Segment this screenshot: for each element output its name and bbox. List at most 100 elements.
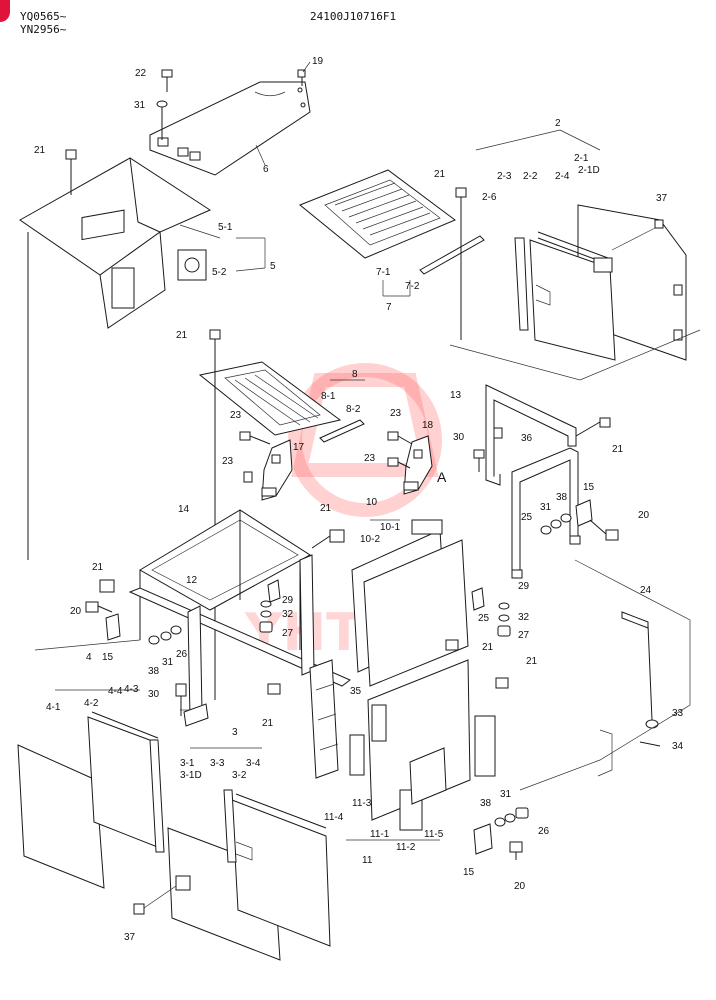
- callout-5-1: 5-1: [218, 222, 233, 233]
- bolt-21-frame-mid: [311, 529, 345, 549]
- callout-38: 38: [480, 798, 492, 809]
- callout-23: 23: [230, 410, 242, 421]
- callout-4: 4: [86, 652, 92, 663]
- callout-11-2: 11-2: [396, 842, 416, 853]
- callout-18: 18: [422, 420, 434, 431]
- callout-21: 21: [612, 444, 624, 455]
- callout-10: 10: [366, 497, 378, 508]
- callout-19: 19: [312, 56, 324, 67]
- top-cover-part-6: [149, 81, 311, 176]
- callout-3-3: 3-3: [210, 758, 225, 769]
- fasteners-38-31-26-left: [148, 625, 182, 645]
- leg-left-frame: [183, 554, 315, 727]
- washer-31-top: [156, 100, 168, 140]
- fasteners-29-32-27-mid: [259, 600, 273, 633]
- fasteners-29-32-27-right: [497, 602, 511, 637]
- hood-part-5: [19, 157, 212, 560]
- bracket-15-left: [105, 613, 121, 641]
- bolt-21-frame-left: [99, 579, 115, 593]
- callout-2-1d: 2-1D: [578, 165, 600, 176]
- rear-frame-13: [485, 384, 577, 486]
- callout-3-4: 3-4: [246, 758, 261, 769]
- bolt-21-grille: [455, 187, 467, 340]
- callout-26: 26: [176, 649, 188, 660]
- callout-11-5: 11-5: [424, 829, 444, 840]
- callout-21: 21: [434, 169, 446, 180]
- callout-30: 30: [453, 432, 465, 443]
- callout-2-4: 2-4: [555, 171, 570, 182]
- bolt-22: [161, 69, 173, 92]
- callout-25: 25: [521, 512, 533, 523]
- front-door-3: [167, 789, 331, 961]
- callout-32: 32: [282, 609, 294, 620]
- step-part-8: [198, 361, 365, 443]
- callout-31: 31: [162, 657, 174, 668]
- bolt-30-lower: [175, 683, 187, 716]
- callout-15: 15: [463, 867, 475, 878]
- door-part-2: [514, 204, 687, 361]
- callout-34: 34: [672, 741, 684, 752]
- center-post-35: [309, 659, 339, 779]
- corner-tab: [0, 0, 10, 22]
- main-frame-14: [139, 509, 311, 650]
- callout-15: 15: [583, 482, 595, 493]
- callout-21: 21: [262, 718, 274, 729]
- callout-2-1: 2-1: [574, 153, 589, 164]
- grille-part-7: [299, 169, 485, 275]
- callout-32: 32: [518, 612, 530, 623]
- callout-23: 23: [364, 453, 376, 464]
- callout-2-2: 2-2: [523, 171, 538, 182]
- callout-23: 23: [390, 408, 402, 419]
- hinge-17: [261, 439, 293, 501]
- bolt-37-door: [611, 219, 664, 251]
- callout-20: 20: [638, 510, 650, 521]
- callout-20: 20: [70, 606, 82, 617]
- callout-24: 24: [640, 585, 652, 596]
- serial-range-1: YQ0565~: [20, 10, 67, 23]
- callout-10-2: 10-2: [360, 534, 380, 545]
- callout-31: 31: [500, 789, 512, 800]
- callout-11-1: 11-1: [370, 829, 390, 840]
- callout-4-3: 4-3: [124, 684, 139, 695]
- bolt-20-bottom: [509, 841, 523, 860]
- callout-3-1d: 3-1D: [180, 770, 202, 781]
- callout-2: 2: [555, 118, 561, 129]
- callout-3-1: 3-1: [180, 758, 195, 769]
- leader-lines: [55, 61, 601, 841]
- callout-3: 3: [232, 727, 238, 738]
- callout-38: 38: [556, 492, 568, 503]
- callout-4-2: 4-2: [84, 698, 99, 709]
- callout-27: 27: [282, 628, 294, 639]
- callout-21: 21: [176, 330, 188, 341]
- callout-4-4: 4-4: [108, 686, 123, 697]
- callout-11: 11: [362, 855, 373, 866]
- rear-frame-36: [511, 447, 581, 579]
- callout-21: 21: [482, 642, 494, 653]
- callout-29: 29: [518, 581, 530, 592]
- hinge-18: [403, 435, 433, 495]
- bolt-21-panel: [445, 639, 459, 651]
- serial-range-2: YN2956~: [20, 23, 67, 36]
- callout-29: 29: [282, 595, 294, 606]
- fasteners-25-31-38: [540, 513, 572, 535]
- callout-37: 37: [656, 193, 668, 204]
- callout-labels: 22 19 31 21 6 2 2-1 2-3 2-2 2-4 2-1D 21 …: [34, 56, 684, 943]
- callout-25: 25: [478, 613, 490, 624]
- callout-4-1: 4-1: [46, 702, 61, 713]
- left-door-4: [17, 711, 165, 889]
- callout-26: 26: [538, 826, 550, 837]
- callout-17: 17: [293, 442, 305, 453]
- bolt-21-hood: [65, 149, 77, 195]
- callout-23: 23: [222, 456, 234, 467]
- bracket-15-bottom: [473, 823, 493, 855]
- callout-37: 37: [124, 932, 136, 943]
- callout-38: 38: [148, 666, 160, 677]
- callout-12: 12: [186, 575, 198, 586]
- callout-11-4: 11-4: [324, 812, 344, 823]
- callout-20: 20: [514, 881, 526, 892]
- callout-27: 27: [518, 630, 530, 641]
- drawing-number: 24100J10716F1: [310, 10, 397, 23]
- callout-a: A: [437, 469, 447, 485]
- bolt-21-lower: [267, 683, 281, 695]
